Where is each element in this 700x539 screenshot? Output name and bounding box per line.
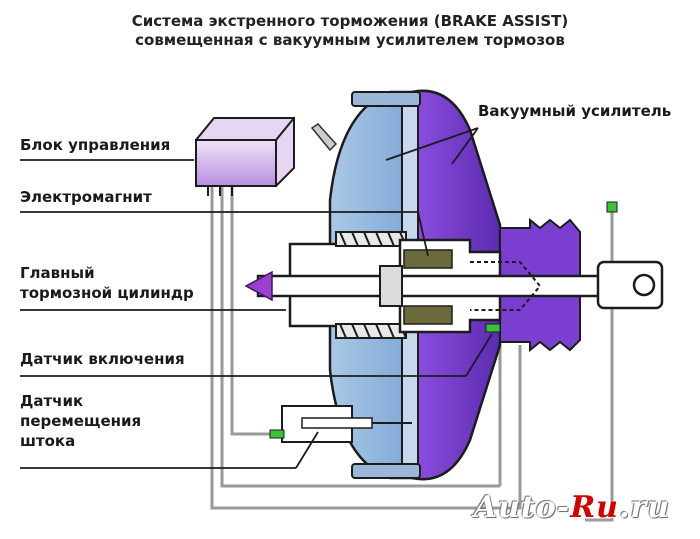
control-unit-wires (210, 185, 614, 522)
label-rod-sensor-line2: перемещения (20, 412, 142, 430)
watermark-suffix: .ru (618, 490, 670, 525)
label-vacuum-booster: Вакуумный усилитель (478, 102, 672, 120)
fluid-direction-arrow (244, 270, 273, 302)
rod-displacement-sensor (269, 405, 412, 443)
electromagnet-coil-bottom (403, 305, 453, 325)
watermark-brand: Ru (570, 490, 619, 525)
watermark-logo: Auto-Ru.ru (474, 490, 670, 525)
wire-inner (220, 185, 500, 488)
wire-rod-sensor (230, 185, 282, 436)
control-unit-box (195, 117, 295, 196)
electromagnet-coil-top (403, 249, 453, 269)
activation-sensor-marker (485, 323, 501, 333)
label-master-cylinder-line1: Главный (20, 264, 95, 282)
rod-clevis (596, 260, 664, 310)
pedal-sensor-marker (606, 201, 618, 213)
leader-vacuum-booster-b (451, 127, 479, 165)
label-control-unit: Блок управления (20, 136, 171, 154)
return-spring (335, 231, 407, 339)
label-rod-sensor-line3: штока (20, 432, 76, 450)
title-line-1: Система экстренного торможения (BRAKE AS… (131, 12, 569, 30)
label-activation-sensor: Датчик включения (20, 350, 185, 368)
leader-lines (20, 127, 493, 469)
wire-right (585, 210, 614, 522)
label-rod-sensor-line1: Датчик (20, 392, 84, 410)
leader-vacuum-booster-a (385, 127, 479, 161)
push-rod (256, 274, 610, 298)
watermark-prefix: Auto- (473, 490, 571, 525)
title-line-2: совмещенная с вакуумным усилителем тормо… (135, 31, 565, 49)
label-master-cylinder-line2: тормозной цилиндр (20, 284, 194, 302)
wire-activation-sensor (210, 185, 522, 510)
diagram-title: Система экстренного торможения (BRAKE AS… (0, 12, 700, 50)
label-electromagnet: Электромагнит (20, 188, 152, 206)
